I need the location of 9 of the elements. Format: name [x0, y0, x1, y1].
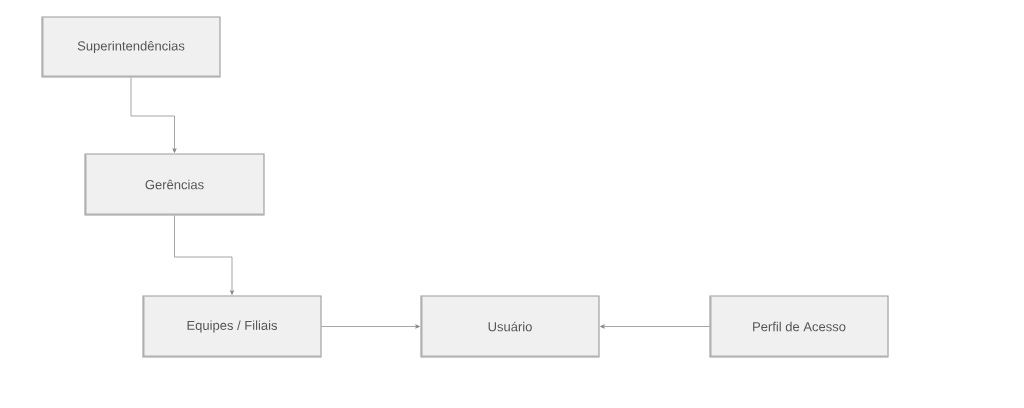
process-box: Superintendências: [41, 16, 221, 78]
process-box: Equipes / Filiais: [142, 295, 322, 358]
process-box: Perfil de Acesso: [709, 295, 889, 358]
arrow: [321, 324, 420, 329]
arrow: [600, 324, 710, 329]
process-box: Gerências: [84, 153, 265, 216]
arrow: [174, 215, 235, 295]
process-box: Usuário: [420, 295, 600, 358]
arrow: [130, 77, 177, 153]
